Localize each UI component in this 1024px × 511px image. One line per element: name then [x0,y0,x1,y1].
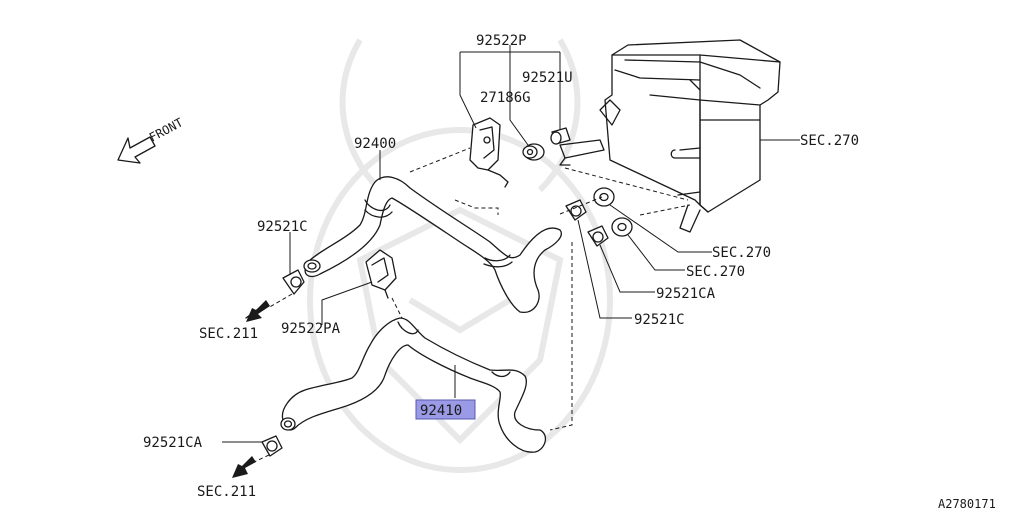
label-92521U: 92521U [522,70,573,86]
dash-line [253,454,270,463]
front-label: FRONT [147,115,185,144]
dash-line [454,199,499,215]
dash-line [409,147,471,173]
clamp-92521C-left [282,269,305,295]
grommet-27186G [522,143,545,161]
label-92410: 92410 [420,403,462,419]
hose-92400 [303,176,562,313]
highlight-92410 [415,399,476,420]
dash-line [564,167,689,201]
leader-92522P [459,45,561,129]
hose-92410 [280,317,547,453]
diagram-code: A2780171 [938,497,996,511]
arrow-sec211-top-fill [246,300,270,322]
leader-92521C-right [577,219,632,319]
grommet-sec270-upper [593,187,615,207]
evap-canister [559,39,781,233]
leader-sec270-mid [609,204,712,253]
leader-sec270-low [627,234,685,271]
label-92522PA: 92522PA [281,321,341,337]
label-92400: 92400 [354,136,396,152]
clamp-92521CA-left [261,435,283,457]
label-92521C-right: 92521C [634,312,685,328]
grommet-sec270-lower [611,217,633,237]
label-sec270-top: SEC.270 [800,133,859,149]
connector-92521U [550,127,571,145]
front-arrow-icon [117,136,156,164]
arrow-sec211-bottom-fill [232,456,256,478]
dash-line [639,204,691,216]
dash-line [559,196,603,215]
label-92521C-left: 92521C [257,219,308,235]
bracket-92522P [469,117,509,188]
leader-92522PA [321,281,373,325]
dash-line [549,242,573,431]
label-92521CA-left: 92521CA [143,435,203,451]
clamp-92521CA-right [587,225,609,247]
leader-27186G [509,108,529,146]
label-sec270-low: SEC.270 [686,264,745,280]
label-sec211-top: SEC.211 [199,326,258,342]
label-sec211-bottom: SEC.211 [197,484,256,500]
label-92521CA-right: 92521CA [656,286,716,302]
dash-line [267,293,293,309]
label-27186G: 27186G [480,90,531,106]
dash-line [391,297,403,319]
label-sec270-mid: SEC.270 [712,245,771,261]
label-92522P: 92522P [476,33,527,49]
clip-92522PA [365,249,397,299]
leader-92521CA-right [599,244,655,293]
